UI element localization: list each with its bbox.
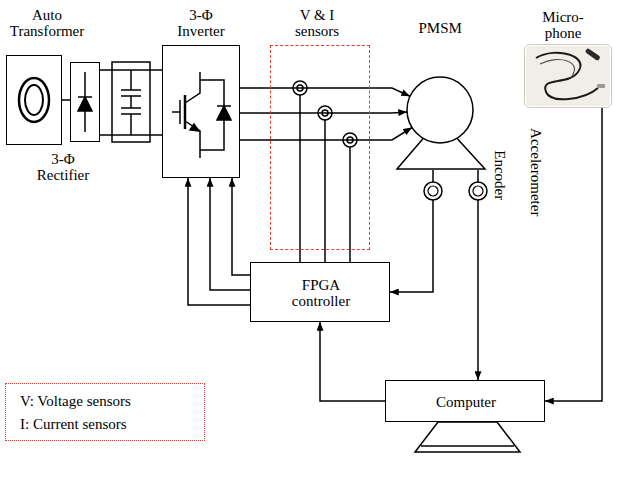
transformer-box: Auto Transformer (6, 55, 62, 145)
transformer-coil (19, 78, 49, 122)
igbt-symbol (200, 80, 224, 106)
signal-wire (390, 200, 433, 292)
microphone-picture (526, 46, 610, 106)
igbt-symbol (217, 106, 231, 120)
igbt-symbol (172, 72, 231, 158)
capacitor-bank (121, 89, 141, 91)
signal-wire (62, 99, 70, 101)
inverter-box-label: 3-Φ Inverter (169, 7, 233, 40)
motor-circle (407, 77, 473, 143)
capacitor-bank (130, 70, 132, 90)
microphone-picture (585, 48, 601, 61)
capacitor-bank (130, 96, 132, 108)
signal-wire (432, 170, 434, 182)
capacitor-bank (130, 114, 132, 135)
computer-box-label: Computer (436, 394, 496, 411)
controller-box: FPGA controller (250, 262, 390, 322)
signal-wire (240, 111, 407, 113)
accelerometer-symbol: Accelerometer (468, 181, 488, 201)
abbreviation-key-label: I: Current sensors (20, 416, 127, 433)
monitor-stand (415, 422, 520, 452)
dc-link-wire (100, 70, 162, 135)
motor-symbol-label: PMSM (419, 20, 462, 37)
sensor-symbol (293, 81, 357, 250)
signal-wire (240, 88, 410, 96)
transformer-box-label: Auto Transformer (2, 7, 92, 40)
monitor-stand (421, 445, 514, 447)
sensor-symbol (299, 95, 301, 250)
accelerometer-symbol-label: Accelerometer (528, 128, 545, 216)
signal-wire (477, 170, 479, 182)
rectifier-box: 3-Φ Rectifier (70, 62, 100, 142)
sensor-ring (473, 186, 483, 196)
dc-link-wire (100, 134, 112, 136)
inverter-box: 3-Φ Inverter (162, 45, 240, 178)
signal-wire (545, 108, 602, 401)
rectifier-box-label: 3-Φ Rectifier (31, 151, 95, 184)
signal-wire (240, 127, 412, 140)
sensor-ring (424, 182, 442, 200)
microphone-photo-label: Micro- phone (538, 9, 588, 42)
diode-symbol (78, 72, 92, 132)
sensor-symbol (349, 147, 351, 250)
sensor-ring (469, 182, 487, 200)
signal-wire (349, 250, 351, 262)
microphone-picture (540, 60, 574, 76)
dc-link-wire (150, 134, 162, 136)
igbt-symbol (185, 72, 200, 103)
computer-box: Computer (385, 380, 545, 422)
signal-wire (320, 322, 385, 401)
igbt-symbol (217, 105, 231, 107)
microphone-photo: Micro- phone (524, 44, 612, 108)
monitor-stand (415, 422, 520, 452)
signal-wire (210, 178, 250, 290)
controller-box-label: FPGA controller (276, 277, 366, 310)
igbt-symbol (172, 111, 180, 113)
abbreviation-key: V: Voltage sensors I: Current sensors (5, 383, 205, 441)
dc-link-wire (150, 69, 162, 71)
microphone-picture (536, 53, 598, 100)
signal-wire (188, 178, 250, 305)
igbt-symbol (190, 124, 199, 131)
motor-symbol-outline (396, 76, 486, 170)
igbt-symbol (179, 100, 181, 124)
sensor-ring (428, 186, 438, 196)
capacitor-bank (121, 107, 141, 109)
capacitor-bank (112, 62, 150, 142)
microphone-picture (526, 46, 610, 106)
encoder-symbol: Encoder (423, 181, 443, 201)
igbt-symbol (184, 95, 187, 129)
abbreviation-key-label: V: Voltage sensors (20, 393, 131, 410)
signal-wire (299, 250, 301, 262)
encoder-symbol-outline (423, 181, 443, 201)
transformer-coil (19, 78, 49, 122)
dc-link-wire (100, 69, 112, 71)
capacitor-bank (112, 62, 150, 142)
signal-wire (324, 250, 326, 262)
transformer-coil (25, 85, 43, 115)
diode-symbol (78, 97, 92, 111)
igbt-symbol (200, 120, 224, 150)
diode-symbol (78, 96, 92, 98)
encoder-symbol-label: Encoder (492, 150, 509, 200)
accelerometer-symbol-outline (468, 181, 488, 201)
signal-wire (477, 200, 479, 380)
sensor-region: V & I sensors (270, 45, 370, 250)
microphone-picture (597, 84, 605, 88)
signal-wire (232, 178, 250, 275)
sensor-region-label: V & I sensors (285, 7, 349, 40)
igbt-symbol (185, 121, 200, 158)
motor-symbol: PMSM (396, 76, 486, 170)
